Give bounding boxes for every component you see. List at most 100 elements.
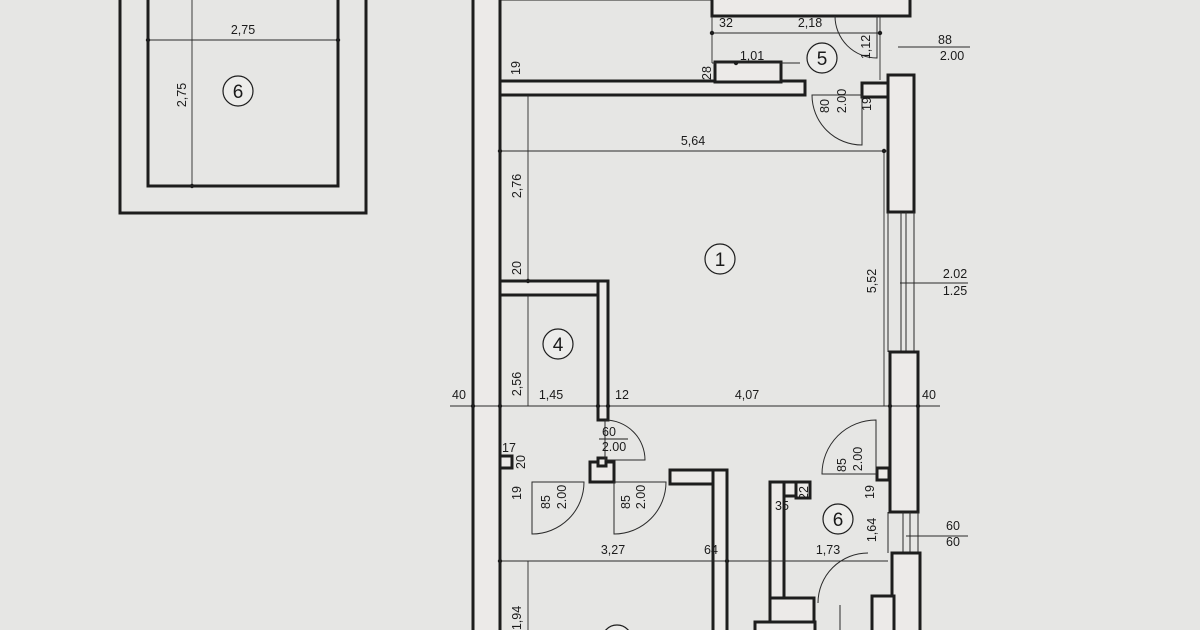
dim-label: 2.00 <box>602 440 626 454</box>
room-6-marker <box>822 503 854 535</box>
dim-label: 1,45 <box>539 388 563 402</box>
wall-stub-top <box>713 60 783 84</box>
dimension-lines <box>450 16 970 630</box>
door-room4-swing <box>604 419 646 461</box>
dim-label: 1,64 <box>865 518 879 542</box>
wall-room6-door-stub <box>875 466 891 482</box>
wall-room4-right <box>596 279 610 422</box>
exterior-wall-right-middle <box>888 350 920 514</box>
room-1-marker <box>704 243 736 275</box>
dim-label: 2.00 <box>555 485 569 509</box>
dim-dot <box>595 403 601 409</box>
dim-label: 1,01 <box>740 49 764 63</box>
dim-label: 5,52 <box>865 269 879 293</box>
dim-dot <box>733 60 739 66</box>
window-right <box>887 212 915 352</box>
dim-label: 19 <box>860 97 874 111</box>
dim-label: 60 <box>602 425 616 439</box>
dim-label: 2,56 <box>510 372 524 396</box>
room-6-number: 6 <box>833 510 844 531</box>
dim-dot <box>497 558 503 564</box>
dim-dot <box>497 148 503 154</box>
dim-label: 1,12 <box>859 35 873 59</box>
dim-label: 2.00 <box>851 447 865 471</box>
room-6-outbuilding-marker <box>222 75 254 107</box>
dim-label: 4,07 <box>735 388 759 402</box>
dim-label: 28 <box>700 66 714 80</box>
wall-stub-door-top <box>596 456 608 468</box>
door-room6-swing <box>821 419 877 475</box>
outbuilding-inner-wall <box>146 0 340 188</box>
wall-stub-left-small <box>498 454 514 470</box>
door-room5-swing <box>811 94 863 146</box>
dim-label: 19 <box>863 485 877 499</box>
dim-dot <box>877 30 883 36</box>
dim-dot <box>605 403 611 409</box>
outbuilding-width-label: 2,75 <box>231 23 255 37</box>
dim-label: 60 <box>946 519 960 533</box>
exterior-wall-right-top <box>886 73 916 214</box>
door-middle-swing <box>613 481 667 535</box>
outbuilding-height-label: 2,75 <box>175 83 189 107</box>
dim-label: 3,27 <box>601 543 625 557</box>
exterior-wall-left <box>471 0 502 630</box>
wall-top-room-5-top <box>710 0 912 18</box>
dim-label: 20 <box>514 455 528 469</box>
dim-dot <box>915 403 921 409</box>
door-room5-swing-top <box>834 15 878 59</box>
dim-label: 35 <box>775 499 789 513</box>
dim-label: 2.00 <box>835 89 849 113</box>
exterior-wall-right-bottom <box>890 551 922 630</box>
window-right-lower <box>887 512 919 553</box>
dim-label: 19 <box>509 61 523 75</box>
dim-label: 32 <box>719 16 733 30</box>
dim-label: 19 <box>510 486 524 500</box>
room-4-marker <box>542 328 574 360</box>
dim-label: 2.00 <box>634 485 648 509</box>
dim-label: 20 <box>510 261 524 275</box>
dim-label: 12 <box>615 388 629 402</box>
dim-dot <box>335 37 341 43</box>
dim-label: 1,94 <box>510 606 524 630</box>
dim-dot <box>497 403 503 409</box>
dim-label: 40 <box>922 388 936 402</box>
room-markers: 1 4 5 6 2 <box>542 42 854 630</box>
dim-label: 40 <box>452 388 466 402</box>
outbuilding-outer-wall <box>118 0 368 215</box>
wall-top-horizontal <box>498 79 807 97</box>
dim-label: 2.02 <box>943 267 967 281</box>
room-5-number: 5 <box>817 49 828 70</box>
dim-label: 60 <box>946 535 960 549</box>
dim-dot <box>145 37 151 43</box>
door-left-swing <box>531 481 585 535</box>
dim-dot <box>189 183 195 189</box>
dim-label: 1.25 <box>943 284 967 298</box>
main-building <box>471 0 922 630</box>
wall-bottom-right-stub <box>870 594 896 630</box>
wall-middle-vertical <box>711 468 729 630</box>
door-bottom-swing <box>817 552 869 604</box>
dim-label: 5,64 <box>681 134 705 148</box>
dim-label: 85 <box>539 495 553 509</box>
dim-label: 80 <box>818 99 832 113</box>
dimension-labels: 32 2,18 1,01 28 19 1,12 88 2.00 80 2.00 … <box>452 16 967 630</box>
dim-label: 2.00 <box>940 49 964 63</box>
dim-dot <box>470 403 476 409</box>
dim-label: 88 <box>938 33 952 47</box>
doors <box>531 15 878 630</box>
wall-corner-top-right <box>860 81 890 99</box>
dim-dot <box>525 278 531 284</box>
dim-label: 64 <box>704 543 718 557</box>
room-4-number: 4 <box>553 335 564 356</box>
dim-label: 17 <box>502 441 516 455</box>
dim-label: 85 <box>619 495 633 509</box>
dim-dot <box>881 148 887 154</box>
dim-label: 2,76 <box>510 174 524 198</box>
wall-bottom-middle <box>753 620 817 630</box>
dim-label: 1,73 <box>816 543 840 557</box>
dim-label: 2,18 <box>798 16 822 30</box>
wall-room6-notch <box>794 480 812 500</box>
room-5-marker <box>806 42 838 74</box>
room-6-outbuilding-number: 6 <box>233 82 244 103</box>
